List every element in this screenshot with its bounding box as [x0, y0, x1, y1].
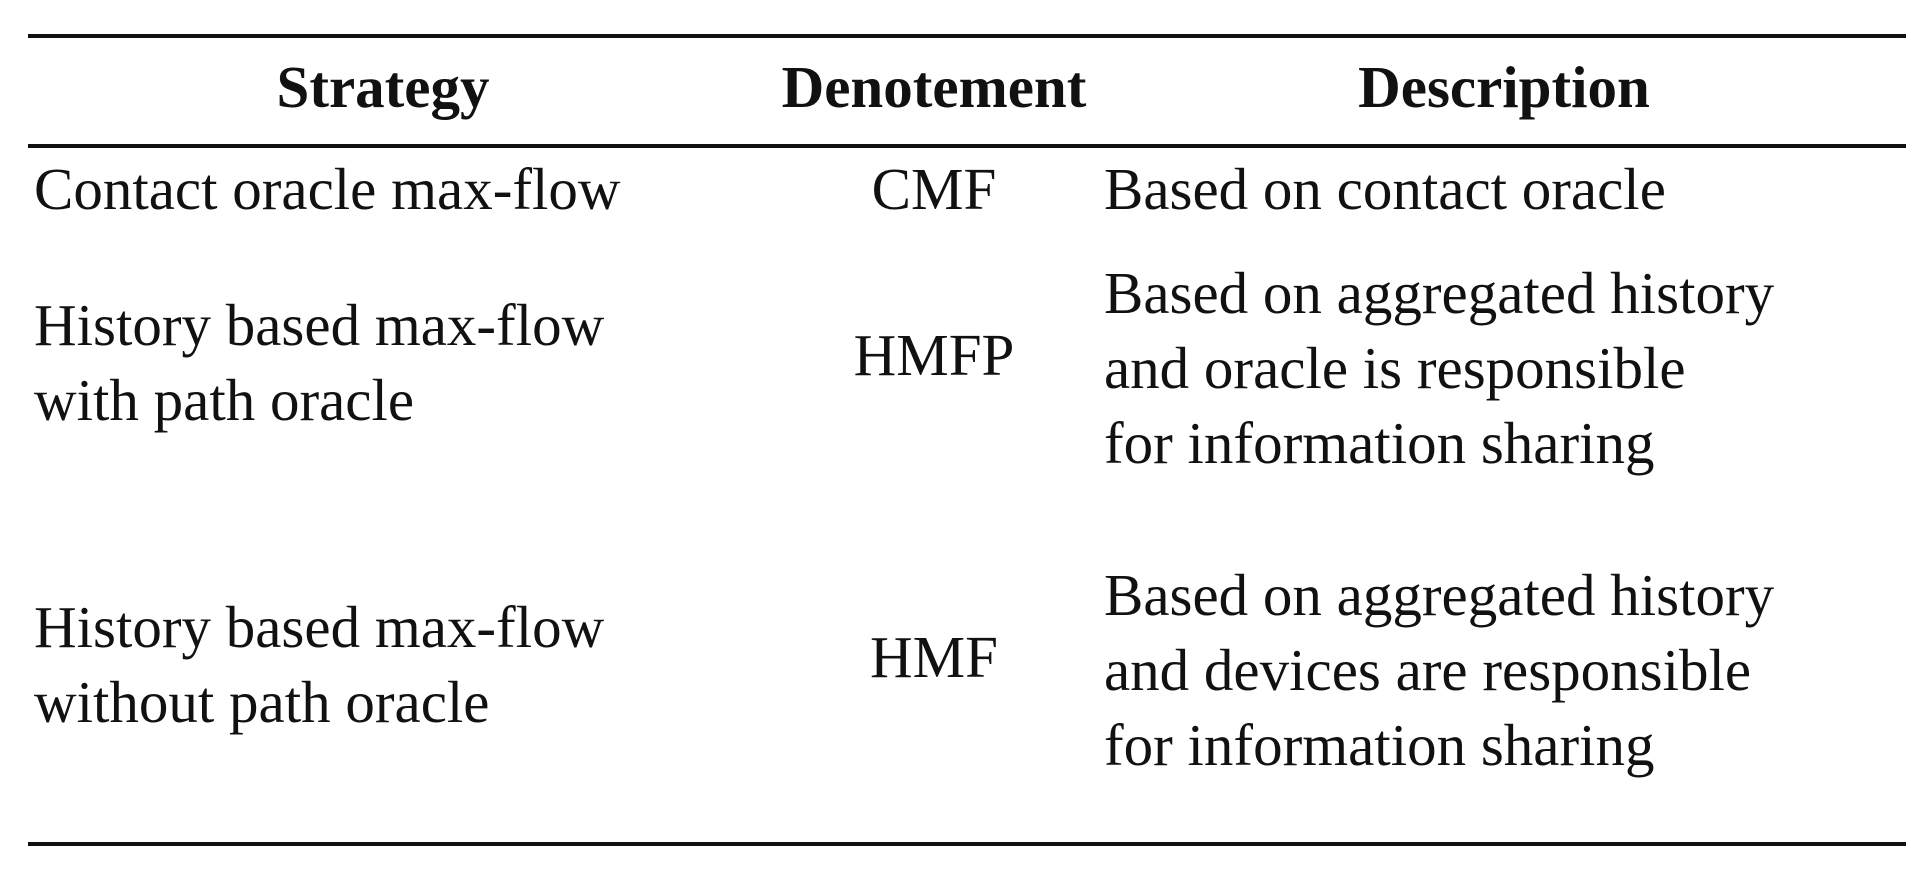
- top-rule: [28, 34, 1906, 38]
- header-strategy: Strategy: [276, 54, 490, 120]
- row-2-description-line-3: for information sharing: [1104, 410, 1655, 476]
- row-3-description-line-3: for information sharing: [1104, 712, 1655, 778]
- row-2-description-line-1: Based on aggregated history: [1104, 260, 1775, 326]
- row-3-description-line-2: and devices are responsible: [1104, 637, 1752, 703]
- row-3-strategy-line-1: History based max-flow: [34, 594, 605, 660]
- row-1-strategy-line-1: Contact oracle max-flow: [34, 156, 621, 222]
- row-2-strategy: History based max-flow with path oracle: [34, 288, 714, 438]
- row-3-description-line-1: Based on aggregated history: [1104, 562, 1775, 628]
- header-rule: [28, 144, 1906, 148]
- row-1-description: Based on contact oracle: [1104, 152, 1904, 227]
- row-2-strategy-line-1: History based max-flow: [34, 292, 605, 358]
- row-3-description: Based on aggregated history and devices …: [1104, 558, 1904, 783]
- header-description: Description: [1358, 54, 1650, 120]
- row-2-description: Based on aggregated history and oracle i…: [1104, 256, 1904, 481]
- bottom-rule: [28, 842, 1906, 846]
- row-2-description-line-2: and oracle is responsible: [1104, 335, 1686, 401]
- row-3-strategy-line-2: without path oracle: [34, 669, 490, 735]
- row-1-description-line-1: Based on contact oracle: [1104, 156, 1666, 222]
- row-1-strategy: Contact oracle max-flow: [34, 152, 714, 227]
- row-1-denotement: CMF: [871, 156, 997, 222]
- row-3-strategy: History based max-flow without path orac…: [34, 590, 714, 740]
- row-2-strategy-line-2: with path oracle: [34, 367, 415, 433]
- row-3-denotement: HMF: [870, 624, 998, 690]
- header-denotement: Denotement: [781, 54, 1087, 120]
- row-2-denotement: HMFP: [853, 322, 1015, 388]
